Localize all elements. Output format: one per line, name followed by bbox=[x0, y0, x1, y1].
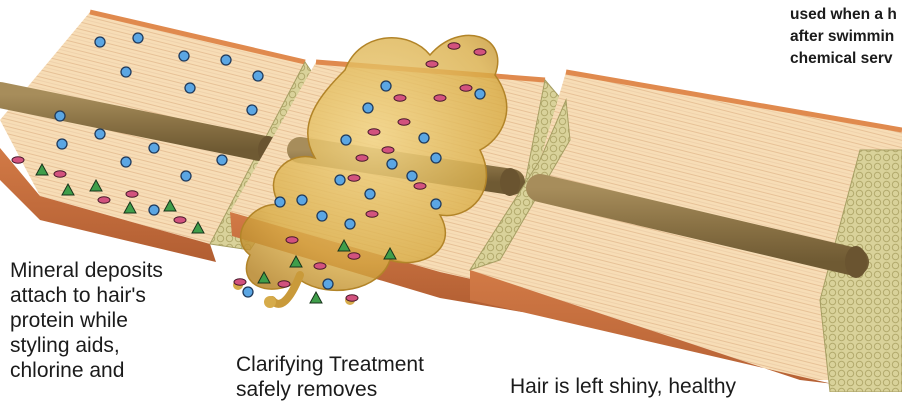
caption-left-line-2: attach to hair's bbox=[10, 283, 210, 308]
caption-left-line-4: styling aids, bbox=[10, 333, 210, 358]
caption-top-right: used when a h after swimmin chemical ser… bbox=[790, 4, 902, 70]
caption-mid-line-2: safely removes bbox=[236, 377, 466, 402]
caption-top-line-1: used when a h bbox=[790, 4, 902, 26]
caption-mineral-deposits: Mineral deposits attach to hair's protei… bbox=[10, 258, 210, 383]
caption-left-line-3: protein while bbox=[10, 308, 210, 333]
caption-clarifying-treatment: Clarifying Treatment safely removes bbox=[236, 352, 466, 402]
caption-hair-result: Hair is left shiny, healthy bbox=[510, 374, 810, 399]
caption-left-line-1: Mineral deposits bbox=[10, 258, 210, 283]
caption-top-line-2: after swimmin bbox=[790, 26, 902, 48]
caption-left-line-5: chlorine and bbox=[10, 358, 210, 383]
caption-right-line-1: Hair is left shiny, healthy bbox=[510, 374, 810, 399]
caption-top-line-3: chemical serv bbox=[790, 48, 902, 70]
caption-mid-line-1: Clarifying Treatment bbox=[236, 352, 466, 377]
